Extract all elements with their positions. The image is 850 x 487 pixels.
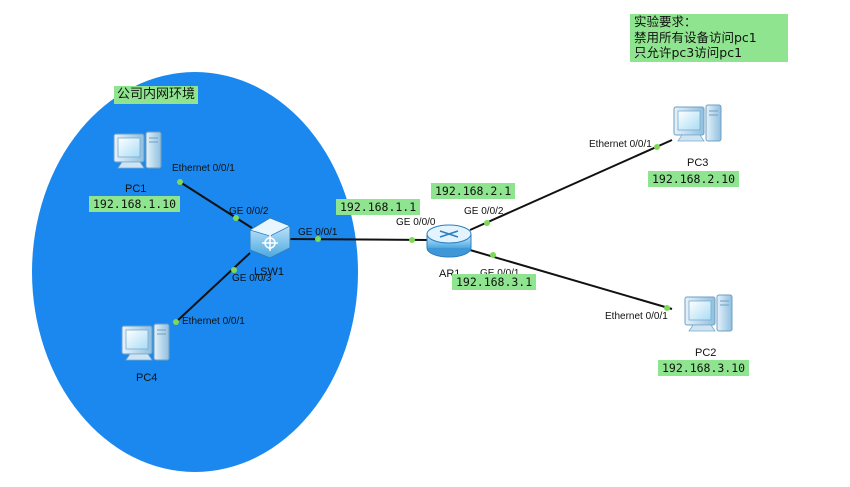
gw3-ip: 192.168.3.1 — [452, 274, 537, 290]
port-lsw1-g3 — [231, 267, 237, 273]
intranet-zone-ellipse — [32, 72, 358, 472]
link-ar1-pc3 — [469, 139, 673, 231]
pc2-ip: 192.168.3.10 — [658, 360, 750, 376]
gw2-ip: 192.168.2.1 — [431, 183, 516, 199]
pc3-icon[interactable] — [673, 104, 722, 142]
pc2-label: PC2 — [695, 347, 717, 359]
lsw1-g1-label: GE 0/0/1 — [298, 227, 338, 238]
ar1-g2-label: GE 0/0/2 — [464, 206, 504, 217]
requirements-title: 实验要求： — [634, 14, 697, 29]
pc1-eth-label: Ethernet 0/0/1 — [172, 163, 235, 174]
port-lsw1-g1 — [315, 236, 321, 242]
port-pc2-eth — [664, 305, 670, 311]
port-ar1-g2 — [484, 220, 490, 226]
pc4-eth-label: Ethernet 0/0/1 — [182, 316, 245, 327]
ar1-g0-label: GE 0/0/0 — [396, 217, 436, 228]
pc2-icon[interactable] — [684, 294, 733, 332]
port-dots — [173, 144, 670, 325]
port-pc1-eth — [177, 179, 183, 185]
port-ar1-g0 — [409, 237, 415, 243]
port-pc4-eth — [173, 319, 179, 325]
gw1-ip: 192.168.1.1 — [336, 199, 421, 215]
router-icon[interactable] — [426, 224, 472, 258]
requirement-line-2: 只允许pc3访问pc1 — [634, 45, 743, 60]
zone-label: 公司内网环境 — [114, 86, 199, 104]
port-pc3-eth — [654, 144, 660, 150]
lsw1-g2-label: GE 0/0/2 — [229, 206, 269, 217]
pc3-label: PC3 — [687, 157, 709, 169]
ar1-g1-label: GE 0/0/1 — [480, 268, 519, 280]
requirement-line-1: 禁用所有设备访问pc1 — [634, 29, 757, 45]
pc1-label: PC1 — [125, 183, 147, 195]
pc3-eth-label: Ethernet 0/0/1 — [589, 139, 652, 150]
link-pc4-lsw1 — [175, 252, 251, 323]
pc3-ip: 192.168.2.10 — [648, 171, 740, 187]
link-ar1-pc2 — [469, 249, 673, 310]
link-lsw1-ar1 — [284, 238, 429, 241]
link-pc1-lsw1 — [179, 181, 253, 229]
port-ar1-g1 — [490, 252, 496, 258]
lsw1-g3-label: GE 0/0/3 — [232, 273, 272, 284]
links — [175, 139, 673, 323]
port-lsw1-g2 — [233, 215, 239, 221]
requirements-box: 实验要求： 禁用所有设备访问pc1 只允许pc3访问pc1 — [630, 14, 788, 62]
pc4-label: PC4 — [136, 372, 158, 384]
pc1-ip: 192.168.1.10 — [89, 196, 181, 212]
switch-icon[interactable] — [249, 217, 291, 259]
lsw1-label: LSW1 — [254, 266, 284, 278]
pc2-eth-label: Ethernet 0/0/1 — [605, 311, 668, 322]
